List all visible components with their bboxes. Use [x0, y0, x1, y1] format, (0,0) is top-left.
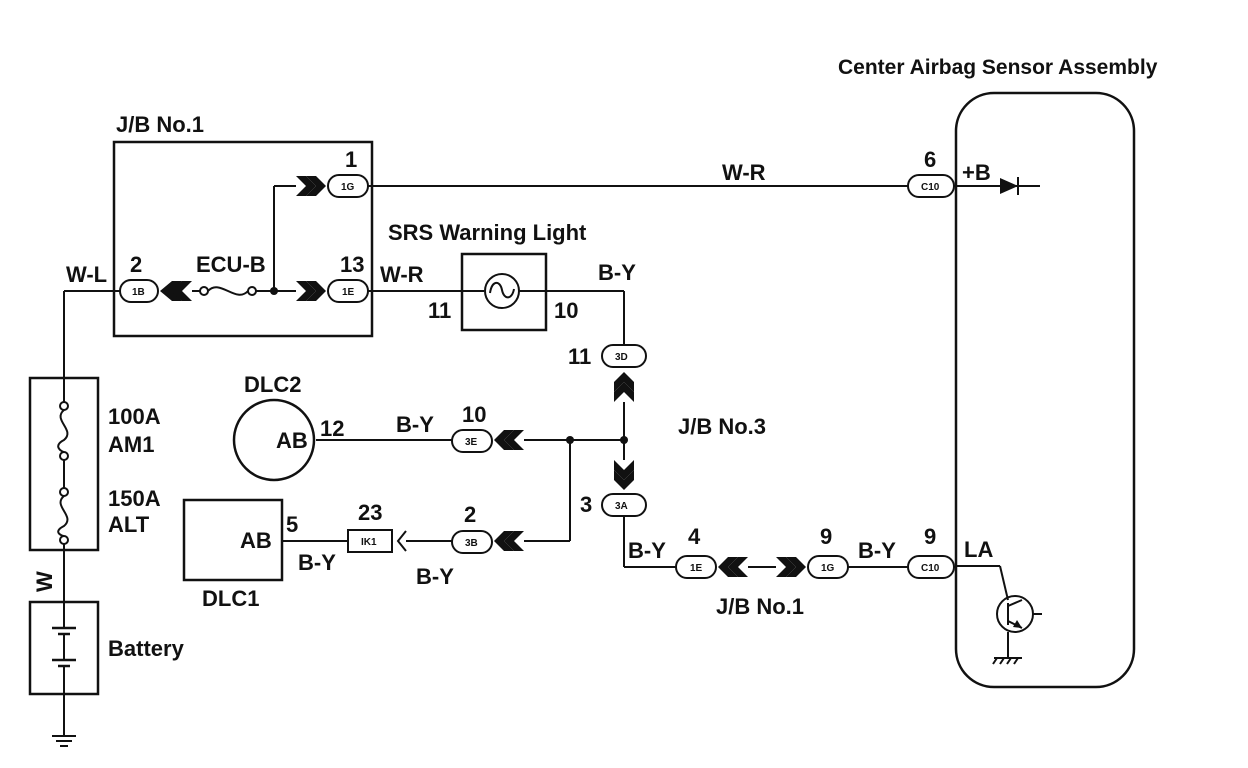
connector-3e: 3E — [451, 429, 493, 453]
jb3-label: J/B No.3 — [678, 414, 766, 439]
sensor-assembly-title: Center Airbag Sensor Assembly — [838, 56, 1158, 79]
wire-label-w: W — [32, 571, 57, 592]
chevron-down-icon — [614, 372, 634, 402]
chevron-right-icon — [296, 281, 326, 301]
wire-label-b-y: B-Y — [858, 538, 896, 563]
pin-label: 10 — [462, 402, 486, 427]
svg-text:3B: 3B — [465, 538, 478, 549]
pin-label: 11 — [568, 344, 591, 369]
fuse-am1-icon — [57, 378, 69, 488]
dlc1-ab-label: AB — [240, 528, 272, 553]
wire-label-w-r: W-R — [722, 160, 766, 185]
dlc2-label: DLC2 — [244, 372, 301, 397]
connector-3a: 3A — [601, 493, 647, 517]
pin-label: 6 — [924, 147, 936, 172]
connector-1e-bottom: 1E — [675, 555, 717, 579]
connector-1g-bottom: 1G — [807, 555, 849, 579]
pin-label: 4 — [688, 524, 701, 549]
fuse-alt-name: ALT — [108, 512, 150, 537]
svg-text:3A: 3A — [615, 501, 628, 512]
fuse-am1-rating: 100A — [108, 404, 161, 429]
wire-label-w-l: W-L — [66, 262, 107, 287]
pin-label: 2 — [464, 502, 476, 527]
sensor-la-label: LA — [964, 537, 993, 562]
bulb-icon — [462, 273, 546, 309]
connector-1b: 1B — [119, 279, 159, 303]
chevron-left-icon — [494, 430, 524, 450]
sensor-plus-b-label: +B — [962, 160, 991, 185]
battery-label: Battery — [108, 636, 185, 661]
fuse-alt-rating: 150A — [108, 486, 161, 511]
ground-icon — [992, 657, 1022, 665]
pin-label: 12 — [320, 416, 344, 441]
fuse-am1-name: AM1 — [108, 432, 154, 457]
connector-3b: 3B — [451, 530, 493, 554]
wire-label-b-y: B-Y — [598, 260, 636, 285]
transistor-icon — [956, 565, 1042, 658]
connector-c10-top: C10 — [907, 174, 955, 198]
pin-label: 1 — [345, 147, 357, 172]
svg-text:1B: 1B — [132, 287, 145, 298]
svg-text:1E: 1E — [342, 287, 355, 298]
ecu-b-fuse-icon — [192, 286, 296, 296]
svg-text:C10: C10 — [921, 563, 940, 574]
chevron-left-icon — [494, 531, 524, 551]
pin-label: 3 — [580, 492, 592, 517]
sensor-assembly-box — [954, 91, 1136, 689]
wire-label-b-y: B-Y — [396, 412, 434, 437]
wire-label-b-y: B-Y — [628, 538, 666, 563]
svg-text:C10: C10 — [921, 182, 940, 193]
jb1-top-label: J/B No.1 — [116, 112, 204, 137]
svg-text:3E: 3E — [465, 437, 478, 448]
svg-text:3D: 3D — [615, 352, 628, 363]
jb1-top-box — [112, 140, 374, 338]
chevron-left-icon — [160, 281, 192, 301]
srs-warning-light-label: SRS Warning Light — [388, 220, 587, 245]
ground-icon — [52, 735, 76, 747]
pin-label: 9 — [924, 524, 936, 549]
dlc2-ab-label: AB — [276, 428, 308, 453]
dlc1-connector — [182, 498, 284, 582]
dlc2-connector — [232, 398, 316, 482]
connector-c10-bottom: C10 — [907, 555, 955, 579]
svg-text:1E: 1E — [690, 563, 703, 574]
svg-text:1G: 1G — [341, 182, 355, 193]
pin-label: 13 — [340, 252, 364, 277]
wire-label-b-y: B-Y — [416, 564, 454, 589]
fuse-alt-icon — [57, 487, 69, 550]
pin-label: 5 — [286, 512, 298, 537]
jb1-bottom-label: J/B No.1 — [716, 594, 804, 619]
connector-ik1: IK1 — [347, 529, 393, 553]
chevron-up-icon — [614, 460, 634, 490]
pin-label: 11 — [428, 298, 451, 323]
pin-label: 10 — [554, 298, 578, 323]
ecu-b-fuse-label: ECU-B — [196, 252, 266, 277]
diode-icon — [956, 177, 1040, 195]
wire-label-b-y: B-Y — [298, 550, 336, 575]
chevron-left-icon — [396, 530, 407, 552]
connector-1e: 1E — [327, 279, 369, 303]
pin-label: 2 — [130, 252, 142, 277]
chevron-left-icon — [718, 557, 748, 577]
pin-label: 23 — [358, 500, 382, 525]
wire-label-w-r: W-R — [380, 262, 424, 287]
svg-text:1G: 1G — [821, 563, 835, 574]
chevron-right-icon — [776, 557, 806, 577]
svg-text:IK1: IK1 — [361, 537, 377, 548]
pin-label: 9 — [820, 524, 832, 549]
connector-1g: 1G — [327, 174, 369, 198]
battery-icon — [52, 602, 76, 694]
connector-3d: 3D — [601, 344, 647, 368]
chevron-right-icon — [296, 176, 326, 196]
dlc1-label: DLC1 — [202, 586, 259, 611]
